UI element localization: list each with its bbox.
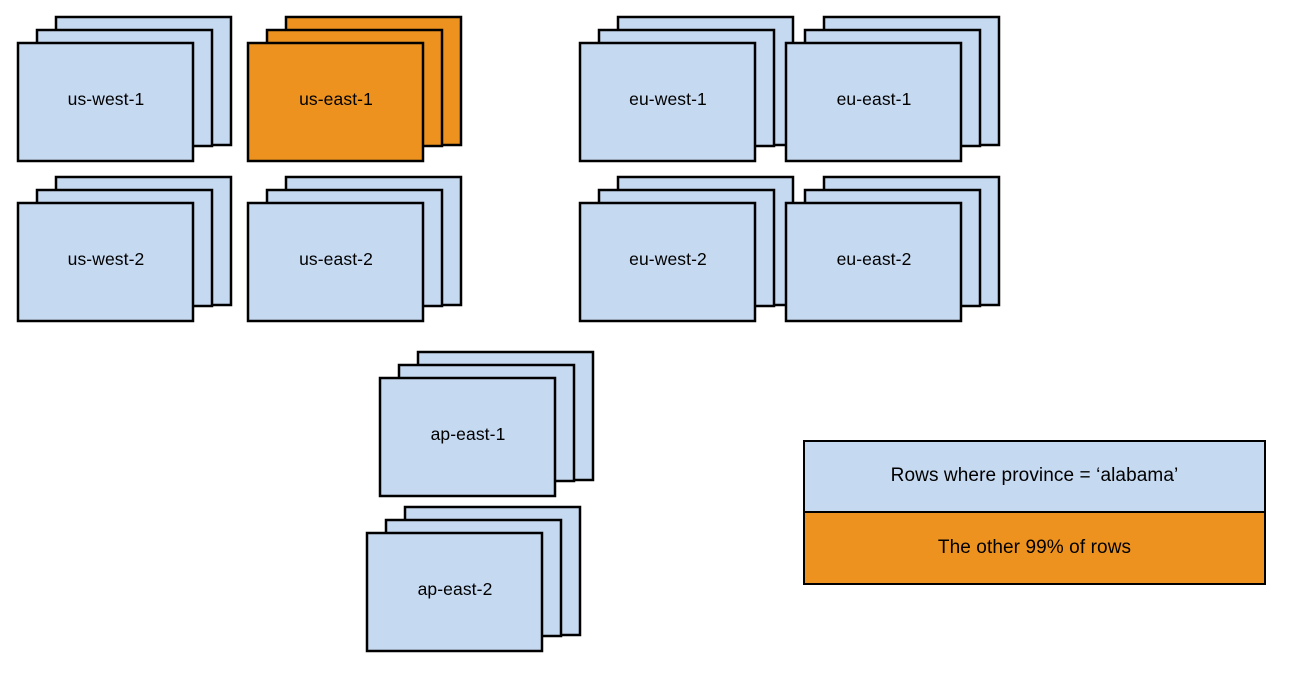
- legend-label-normal: Rows where province = ‘alabama’: [890, 465, 1179, 487]
- document-sheet-front: [378, 376, 557, 498]
- region-label: us-east-2: [299, 249, 373, 269]
- region-stack[interactable]: us-east-1: [246, 15, 463, 175]
- legend-box: Rows where province = ‘alabama’ The othe…: [803, 440, 1266, 585]
- legend-label-highlight: The other 99% of rows: [937, 536, 1132, 558]
- document-sheet-front: [365, 531, 544, 653]
- region-label: eu-west-1: [629, 89, 707, 109]
- region-stack[interactable]: us-east-2: [246, 175, 463, 335]
- legend-row-highlight: The other 99% of rows: [805, 512, 1264, 583]
- document-sheet-front: [16, 41, 195, 163]
- region-stack[interactable]: eu-west-2: [578, 175, 795, 335]
- region-stack[interactable]: eu-east-1: [784, 15, 1001, 175]
- region-label: eu-west-2: [629, 249, 707, 269]
- legend-row-normal: Rows where province = ‘alabama’: [805, 442, 1264, 513]
- document-sheet-front: [246, 201, 425, 323]
- document-sheet-front: [16, 201, 195, 323]
- document-sheet-front: [784, 201, 963, 323]
- region-label: ap-east-2: [417, 579, 493, 599]
- region-stack[interactable]: ap-east-2: [365, 505, 582, 665]
- region-label: us-east-1: [299, 89, 373, 109]
- region-stack[interactable]: eu-west-1: [578, 15, 795, 175]
- region-label: eu-east-1: [836, 89, 912, 109]
- region-label: us-west-2: [67, 249, 145, 269]
- region-stack[interactable]: us-west-1: [16, 15, 233, 175]
- region-stack[interactable]: us-west-2: [16, 175, 233, 335]
- region-label: ap-east-1: [430, 424, 506, 444]
- region-stack[interactable]: ap-east-1: [378, 350, 595, 510]
- document-sheet-front: [784, 41, 963, 163]
- region-stack[interactable]: eu-east-2: [784, 175, 1001, 335]
- document-sheet-front: [578, 201, 757, 323]
- region-label: eu-east-2: [836, 249, 912, 269]
- document-sheet-front: [246, 41, 425, 163]
- document-sheet-front: [578, 41, 757, 163]
- region-label: us-west-1: [67, 89, 145, 109]
